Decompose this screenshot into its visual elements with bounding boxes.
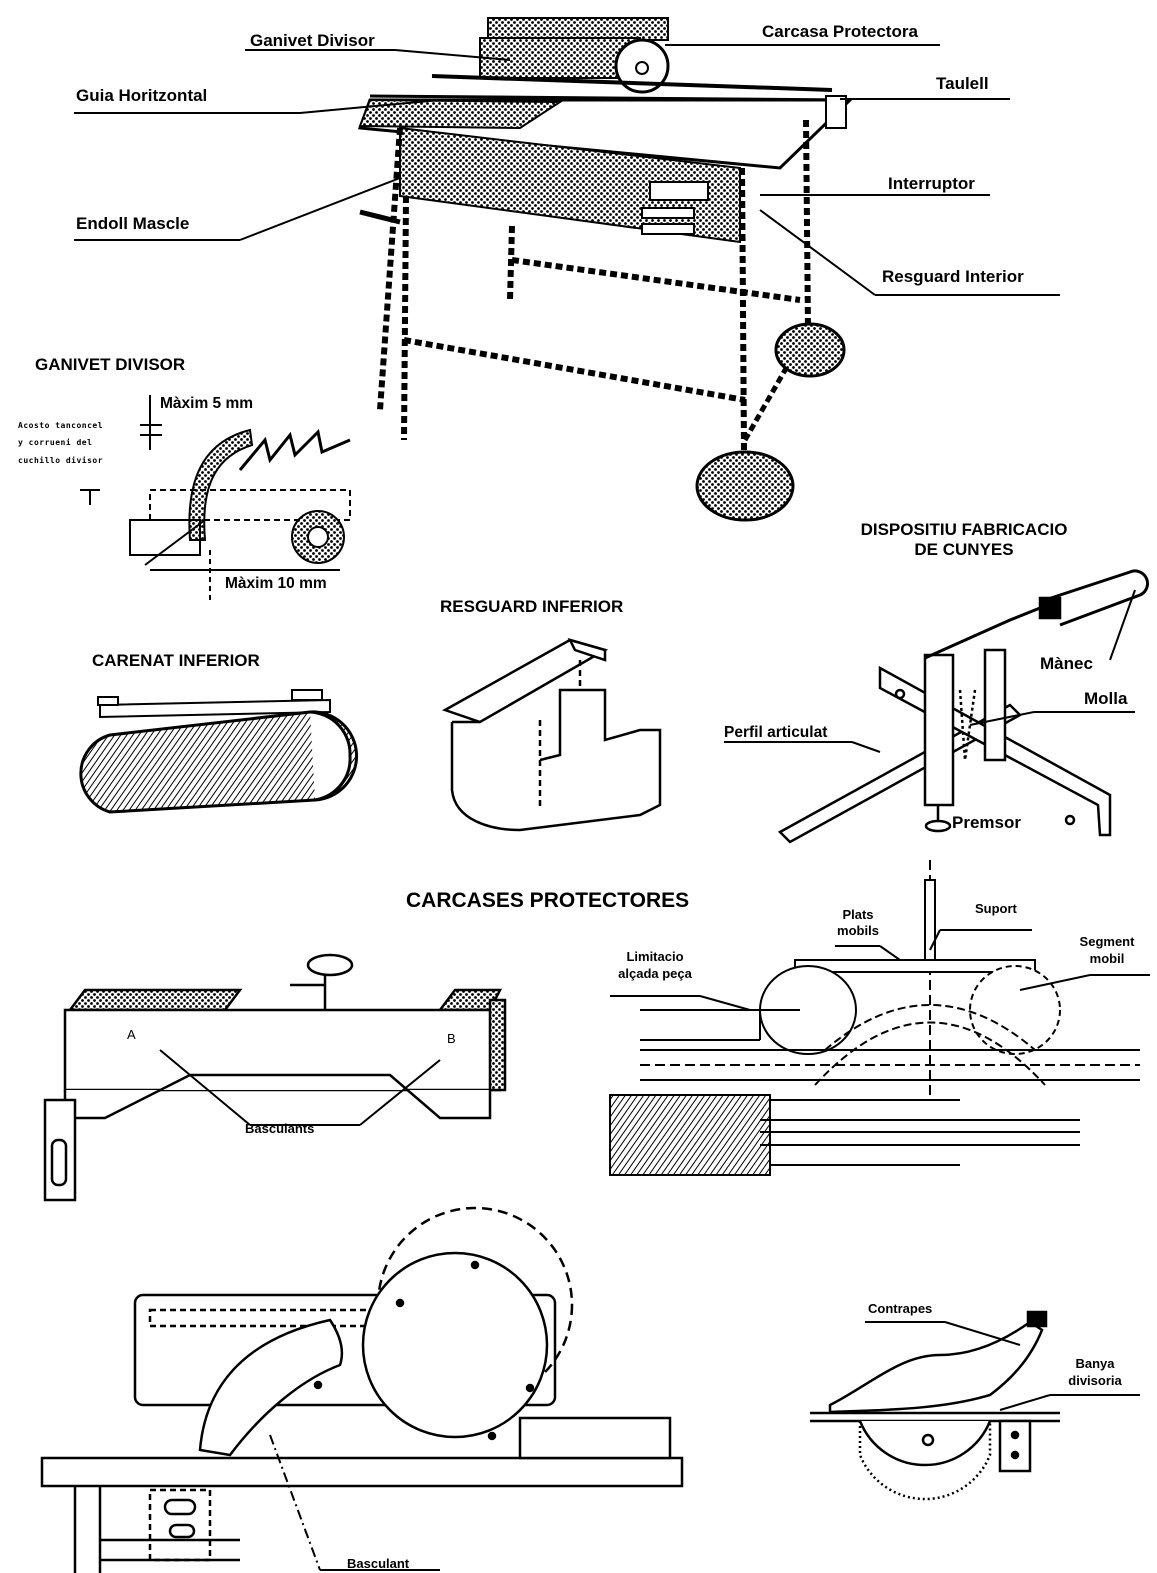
table-saw-drawing [357, 17, 854, 522]
label-limitacio-line-1: Limitacio [626, 949, 684, 964]
dispositiu-cunyes-drawing [724, 569, 1150, 844]
label-segment-line-2: mobil [1089, 951, 1125, 966]
label-guia-horitzontal: Guia Horitzontal [76, 86, 208, 105]
label-manec: Mànec [1040, 654, 1093, 673]
blurred-note-line-1: Acosto tanconcel [18, 421, 104, 430]
label-interruptor: Interruptor [888, 174, 975, 193]
label-premsor: Premsor [952, 813, 1021, 832]
main-leader-lines [74, 44, 1060, 296]
label-banya-line-2: divisoria [1068, 1373, 1122, 1388]
carenat-inferior-title: CARENAT INFERIOR [92, 651, 260, 670]
carcasa-basculant-drawing [40, 1206, 684, 1573]
label-maxim-10mm: Màxim 10 mm [225, 575, 327, 592]
label-segment-line-1: Segment [1079, 934, 1135, 949]
label-ganivet-divisor: Ganivet Divisor [250, 31, 375, 50]
label-endoll-mascle: Endoll Mascle [76, 214, 190, 233]
label-taulell: Taulell [936, 74, 989, 93]
resguard-inferior-title: RESGUARD INFERIOR [440, 597, 624, 616]
label-molla: Molla [1084, 689, 1128, 708]
label-basculants: Basculants [245, 1121, 315, 1136]
label-banya-line-1: Banya [1075, 1356, 1115, 1371]
contrapes-drawing [810, 1310, 1140, 1501]
blurred-note-line-2: y corrueni del [18, 438, 93, 447]
label-basculant: Basculant [347, 1556, 410, 1571]
label-point-b: B [447, 1031, 456, 1046]
label-limitacio-line-2: alçada peça [618, 966, 692, 981]
label-perfil-articulat: Perfil articulat [724, 724, 828, 741]
blurred-note-line-3: cuchillo divisor [18, 456, 104, 465]
carenat-inferior-drawing [79, 689, 358, 814]
dispositiu-title-line-2: DE CUNYES [914, 540, 1014, 559]
ganivet-divisor-detail-drawing [80, 395, 351, 600]
label-resguard-interior: Resguard Interior [882, 267, 1024, 286]
dispositiu-title-line-1: DISPOSITIU FABRICACIO [860, 520, 1068, 539]
label-plats-line-1: Plats [842, 907, 874, 922]
resguard-inferior-drawing [441, 638, 662, 832]
carcasa-plats-mobils-drawing [609, 860, 1150, 1176]
label-point-a: A [127, 1027, 136, 1042]
label-contrapes: Contrapes [868, 1301, 933, 1316]
carcasa-basculants-drawing [43, 953, 507, 1202]
label-suport: Suport [975, 901, 1017, 916]
label-maxim-5mm: Màxim 5 mm [160, 395, 254, 412]
label-plats-line-2: mobils [837, 923, 879, 938]
carcases-protectores-title: CARCASES PROTECTORES [406, 889, 690, 912]
ganivet-divisor-detail-title: GANIVET DIVISOR [35, 355, 186, 374]
label-carcasa-protectora: Carcasa Protectora [762, 22, 918, 41]
